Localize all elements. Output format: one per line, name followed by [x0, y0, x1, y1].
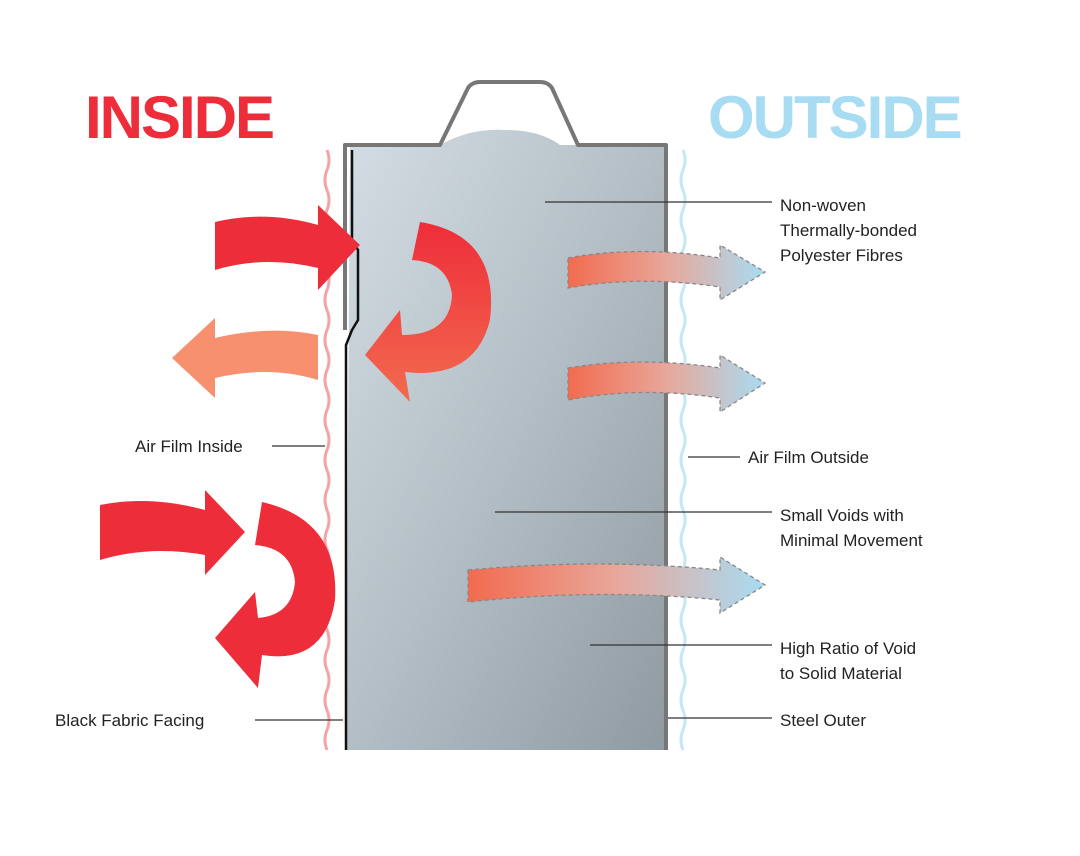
- label-high-ratio-1: High Ratio of Void: [780, 639, 916, 658]
- label-steel-outer: Steel Outer: [780, 711, 866, 730]
- outgoing-arrow-2: [567, 353, 767, 414]
- outgoing-arrow-3: [467, 555, 767, 615]
- convection-curl-top: [365, 222, 492, 402]
- label-small-voids-2: Minimal Movement: [780, 531, 923, 550]
- incoming-heat-arrow-bottom: [100, 490, 245, 575]
- label-fibres-3: Polyester Fibres: [780, 246, 903, 265]
- outside-heading: OUTSIDE: [708, 84, 961, 151]
- fibre-core: [346, 129, 666, 750]
- reflected-heat-arrow: [172, 318, 318, 398]
- label-fibres-1: Non-woven: [780, 196, 866, 215]
- label-small-voids-1: Small Voids with: [780, 506, 904, 525]
- convection-curl-bottom: [215, 502, 336, 688]
- label-air-film-outside: Air Film Outside: [748, 448, 869, 467]
- label-black-fabric: Black Fabric Facing: [55, 711, 204, 730]
- label-high-ratio-2: to Solid Material: [780, 664, 902, 683]
- air-film-outside: [679, 149, 687, 751]
- steel-outer: [343, 80, 668, 750]
- label-air-film-inside: Air Film Inside: [135, 437, 243, 456]
- outgoing-heat-arrows: [467, 243, 767, 615]
- incoming-heat-arrow-top: [215, 205, 360, 290]
- outgoing-arrow-1: [567, 243, 767, 302]
- inside-heading: INSIDE: [85, 84, 273, 151]
- label-fibres-2: Thermally-bonded: [780, 221, 917, 240]
